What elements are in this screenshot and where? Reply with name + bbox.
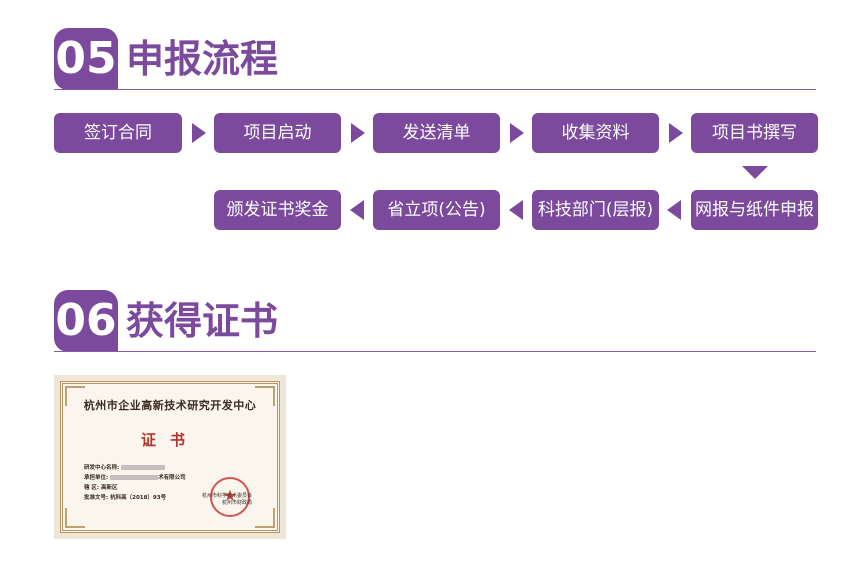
- step-tech-department: 科技部门(层报): [532, 190, 659, 230]
- step-write-proposal: 项目书撰写: [691, 113, 818, 153]
- step-provincial-approval: 省立项(公告): [373, 190, 500, 230]
- certificate-title: 证书: [140, 431, 199, 449]
- redacted-text: [121, 465, 166, 470]
- arrow-right-icon: [669, 123, 683, 143]
- arrow-right-icon: [351, 123, 365, 143]
- arrow-right-icon: [192, 123, 206, 143]
- arrow-left-icon: [667, 200, 681, 220]
- arrow-right-icon: [510, 123, 524, 143]
- step-award-certificate: 颁发证书奖金: [214, 190, 341, 230]
- ornament-corner: [255, 508, 275, 528]
- arrow-left-icon: [509, 200, 523, 220]
- red-seal-stamp: ★: [210, 477, 250, 517]
- arrow-left-icon: [350, 200, 364, 220]
- section-number-badge: 05: [54, 28, 118, 90]
- section-divider: [54, 351, 816, 352]
- ornament-corner: [65, 386, 85, 406]
- step-collect-materials: 收集资料: [532, 113, 659, 153]
- certificate-field-doc-number: 批准文号: 杭科高〔2018〕93号: [84, 495, 167, 501]
- section-number-badge: 06: [54, 290, 118, 352]
- certificate-issuer: 杭州市科学技术委员会 杭州市财政局: [201, 493, 252, 506]
- section-title: 申报流程: [126, 37, 279, 81]
- certificate-image: 杭州市企业高新技术研究开发中心 证书 研发中心名称: 承担单位: 术有限公司 辖…: [54, 375, 286, 539]
- arrow-down-icon: [742, 166, 768, 179]
- step-online-paper-submission: 网报与纸件申报: [691, 190, 818, 230]
- section-title: 获得证书: [126, 299, 279, 343]
- step-sign-contract: 签订合同: [54, 113, 182, 153]
- redacted-text: [110, 475, 159, 480]
- section-divider: [54, 89, 816, 90]
- certificate-org-name: 杭州市企业高新技术研究开发中心: [83, 399, 257, 412]
- seal-star-icon: ★: [222, 486, 238, 505]
- certificate-field-unit: 承担单位: 术有限公司: [84, 475, 186, 481]
- certificate-field-region: 辖 区: 高新区: [84, 485, 118, 491]
- certificate-field-center: 研发中心名称:: [84, 463, 166, 471]
- step-project-start: 项目启动: [214, 113, 341, 153]
- ornament-corner: [65, 508, 85, 528]
- step-send-list: 发送清单: [373, 113, 500, 153]
- ornament-corner: [255, 386, 275, 406]
